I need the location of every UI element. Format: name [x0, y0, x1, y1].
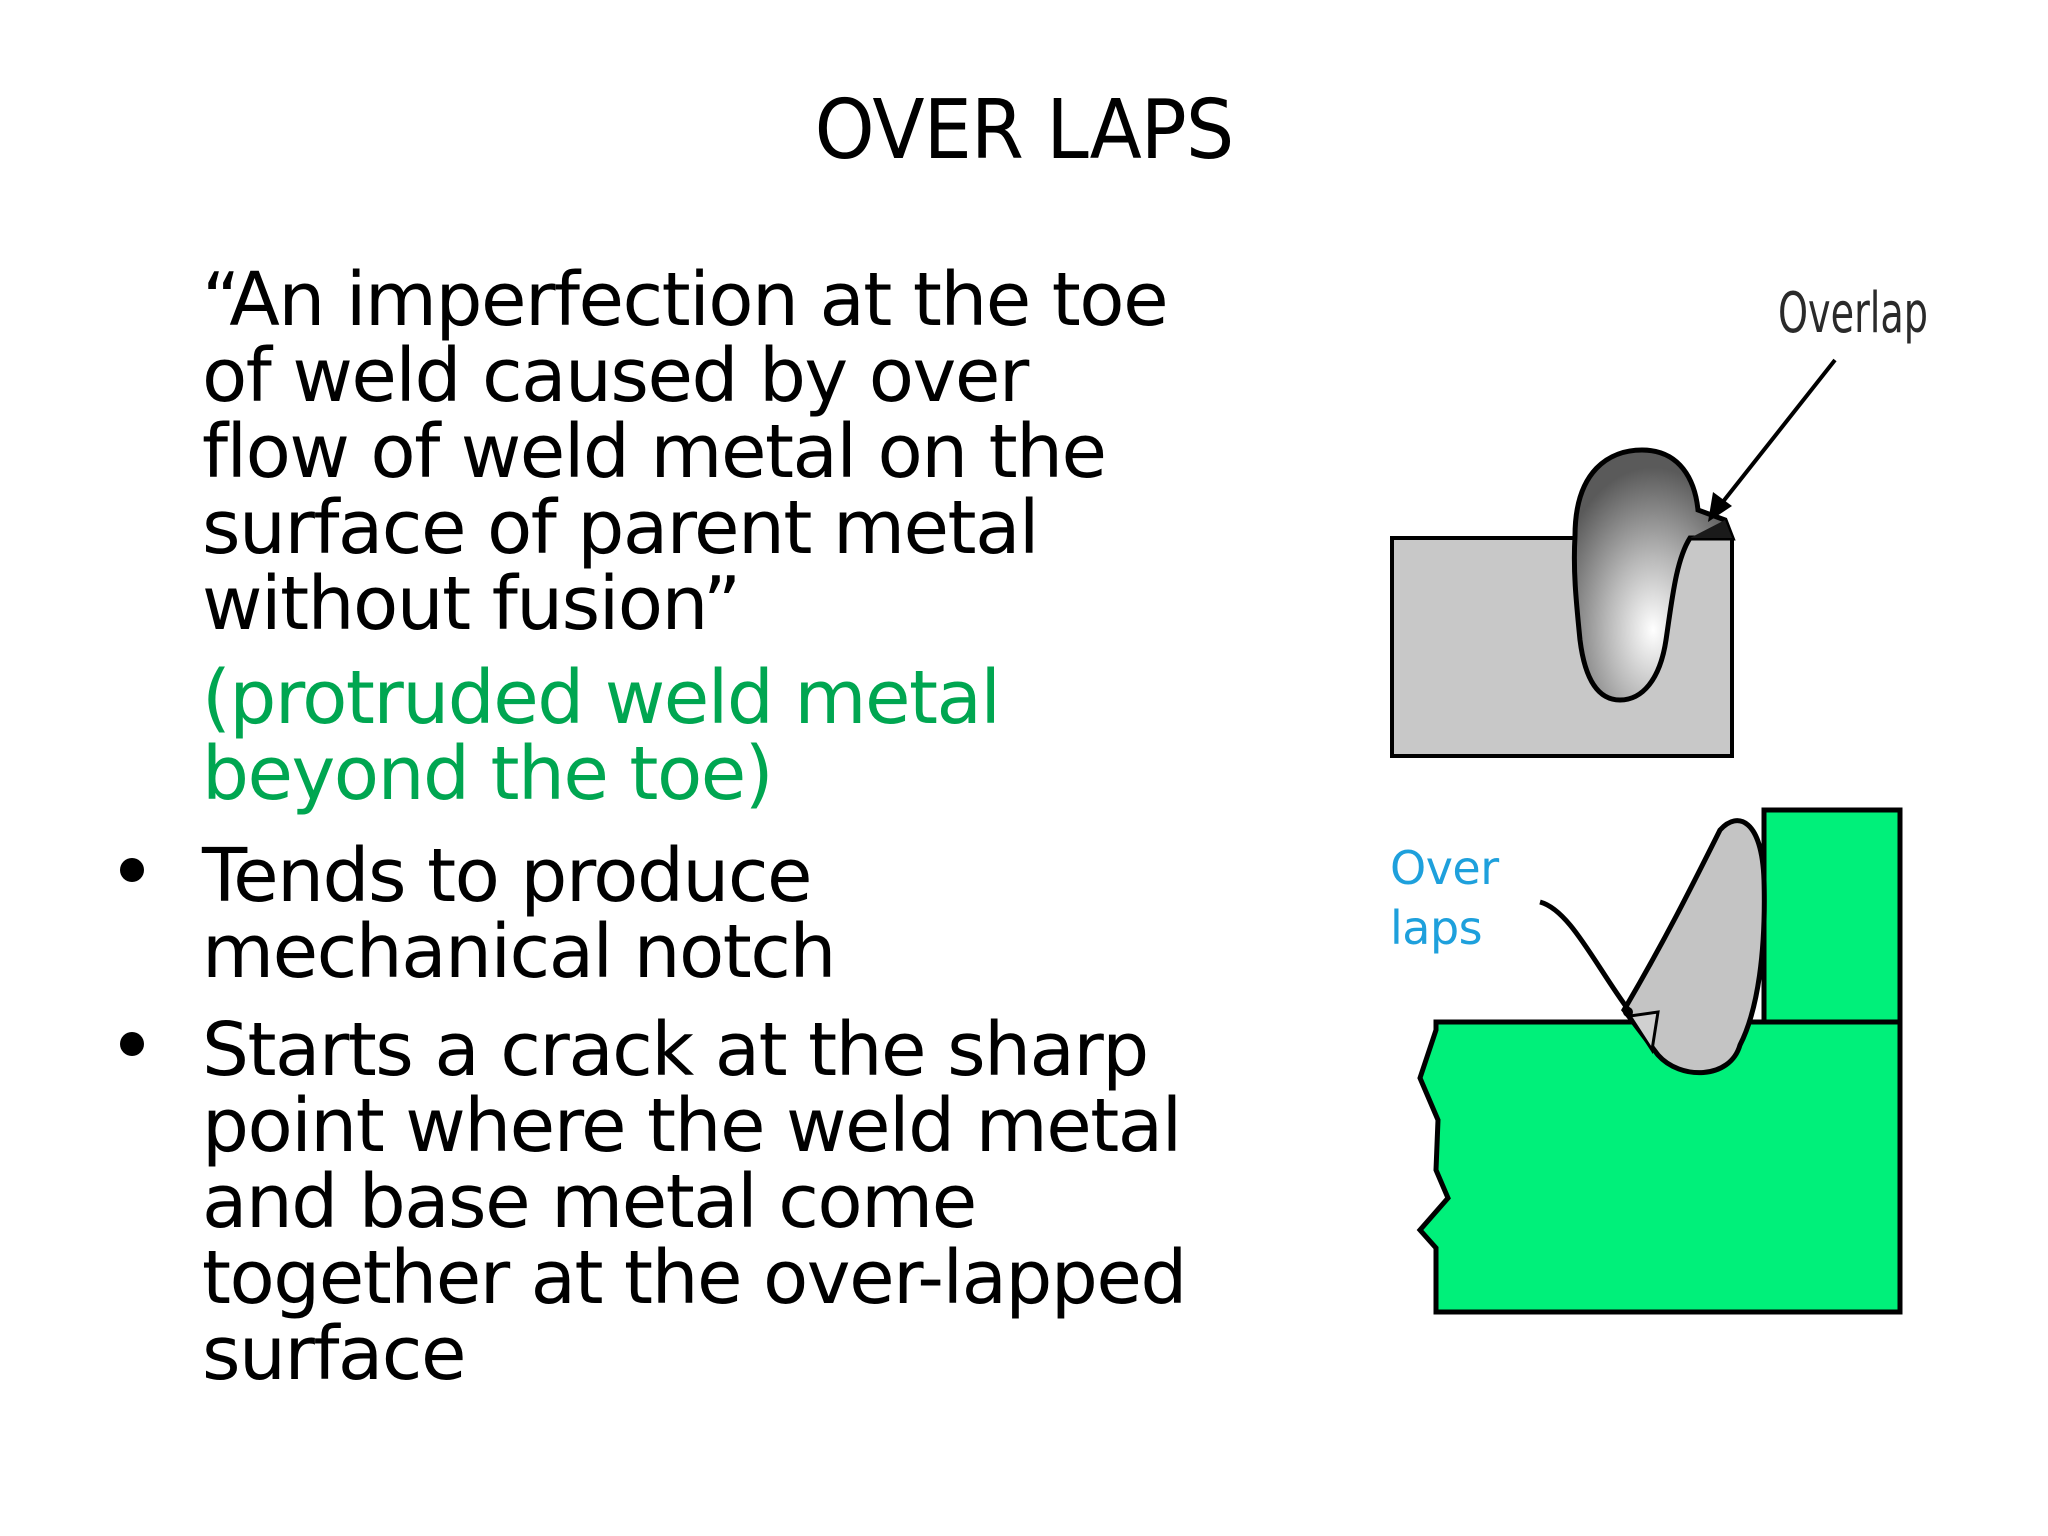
- definition-line: surface of parent metal: [202, 485, 1039, 571]
- definition-line: without fusion”: [202, 561, 741, 647]
- green-base-plate: [1416, 807, 1903, 1315]
- overlap-arrow-line: [1716, 358, 1837, 510]
- clarification-text: (protruded weld metal beyond the toe): [202, 660, 1302, 812]
- overlap-weld-diagram: Overlap: [1390, 281, 1928, 758]
- clarification-line: (protruded weld metal: [202, 655, 1001, 741]
- bullet-line: Starts a crack at the sharp: [202, 1007, 1149, 1093]
- overlaps-label: Over laps: [1390, 838, 1499, 958]
- weld-bead: [1571, 447, 1736, 703]
- overlap-region: [1690, 520, 1732, 538]
- definition-text: “An imperfection at the toe of weld caus…: [202, 262, 1302, 642]
- bullet-line: Tends to produce: [202, 833, 813, 919]
- slide-body: “An imperfection at the toe of weld caus…: [120, 262, 1302, 1392]
- overlaps-label-line: laps: [1390, 901, 1483, 955]
- fillet-overlap-diagram: [1416, 807, 1903, 1315]
- fillet-weld-bead: [1620, 818, 1767, 1076]
- base-plate: [1390, 536, 1734, 758]
- bullet-item: Starts a crack at the sharp point where …: [202, 1012, 1302, 1392]
- clarification-line: beyond the toe): [202, 731, 774, 817]
- bullet-line: together at the over-lapped: [202, 1235, 1187, 1321]
- overlaps-pointer-line: [1539, 899, 1633, 1014]
- bullet-line: mechanical notch: [202, 909, 836, 995]
- overlap-label: Overlap: [1778, 281, 1928, 346]
- bullet-line: point where the weld metal: [202, 1083, 1182, 1169]
- overlaps-label-line: Over: [1390, 841, 1499, 895]
- definition-line: “An imperfection at the toe: [202, 257, 1169, 343]
- overlaps-pointer-tip-icon: [1623, 1007, 1633, 1017]
- overlap-arrow-head-icon: [1708, 492, 1732, 522]
- bullet-dot-icon: [120, 1032, 144, 1056]
- definition-line: of weld caused by over: [202, 333, 1029, 419]
- slide-title: OVER LAPS: [814, 83, 1235, 178]
- bullet-item: Tends to produce mechanical notch: [202, 838, 1302, 990]
- overlap-toe: [1627, 1010, 1660, 1055]
- bullet-line: surface: [202, 1311, 467, 1397]
- definition-line: flow of weld metal on the: [202, 409, 1107, 495]
- bullet-dot-icon: [120, 858, 144, 882]
- bullet-line: and base metal come: [202, 1159, 977, 1245]
